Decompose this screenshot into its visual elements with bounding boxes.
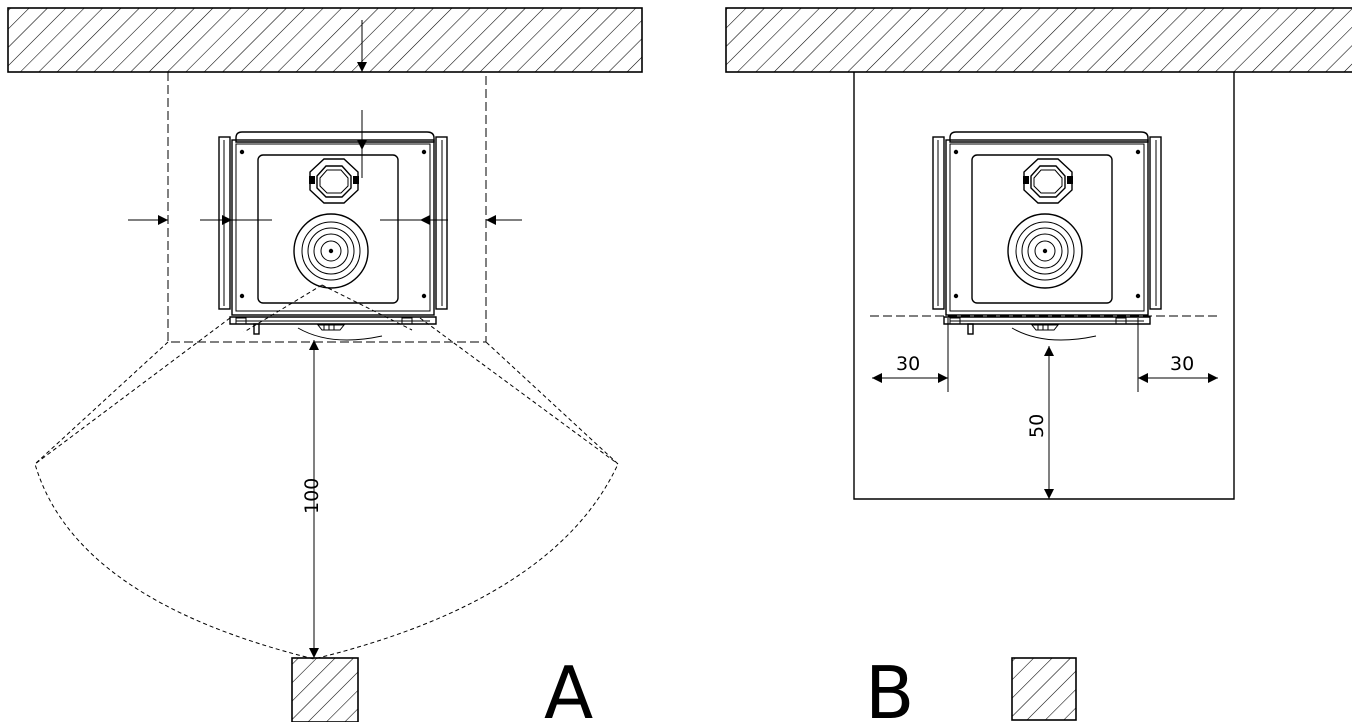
hatch-legend-swatch [1011,657,1077,721]
view-label-b: B [865,651,914,722]
stove-b [932,131,1162,341]
wall-a [7,7,643,73]
front-clearance-b: 50 [1026,414,1048,438]
view-label-a: A [544,651,593,722]
wall-b [725,7,1352,73]
front-clearance-a: 100 [301,478,323,514]
view-b: 30 30 50 B [725,7,1352,722]
stove-a [218,131,448,341]
door-swing-a [34,341,619,660]
view-a: 100 A [7,7,643,722]
clearance-zone-a [167,72,487,343]
side-clearance-right-b: 30 [1170,353,1194,375]
opposite-object-a [291,657,359,722]
side-clearance-left-b: 30 [896,353,920,375]
clearance-zone-b [853,72,1235,500]
